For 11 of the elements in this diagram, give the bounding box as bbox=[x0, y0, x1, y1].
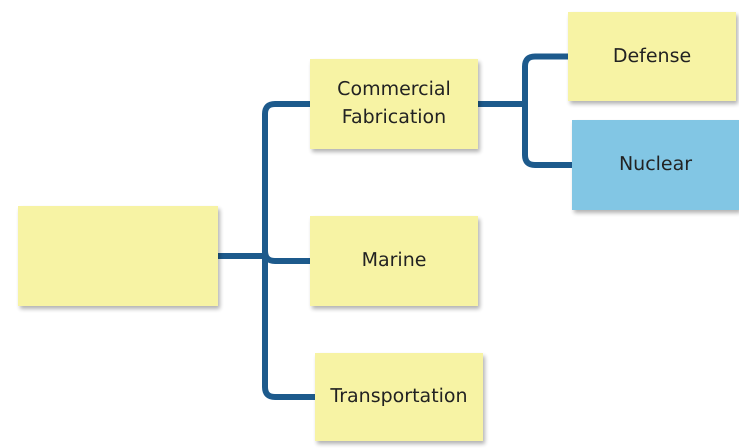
note-text: Commercial Fabrication bbox=[336, 77, 452, 130]
sticky-note bbox=[310, 216, 478, 306]
note-text: Marine bbox=[360, 248, 428, 274]
sticky-note bbox=[18, 206, 218, 306]
note-text: Transportation bbox=[329, 384, 469, 410]
note-text: Nuclear bbox=[618, 152, 694, 178]
sticky-note bbox=[568, 12, 736, 101]
sticky-note bbox=[572, 120, 739, 210]
sticky-note bbox=[315, 353, 483, 441]
note-text: Defense bbox=[612, 44, 692, 69]
sticky-note bbox=[310, 59, 478, 149]
